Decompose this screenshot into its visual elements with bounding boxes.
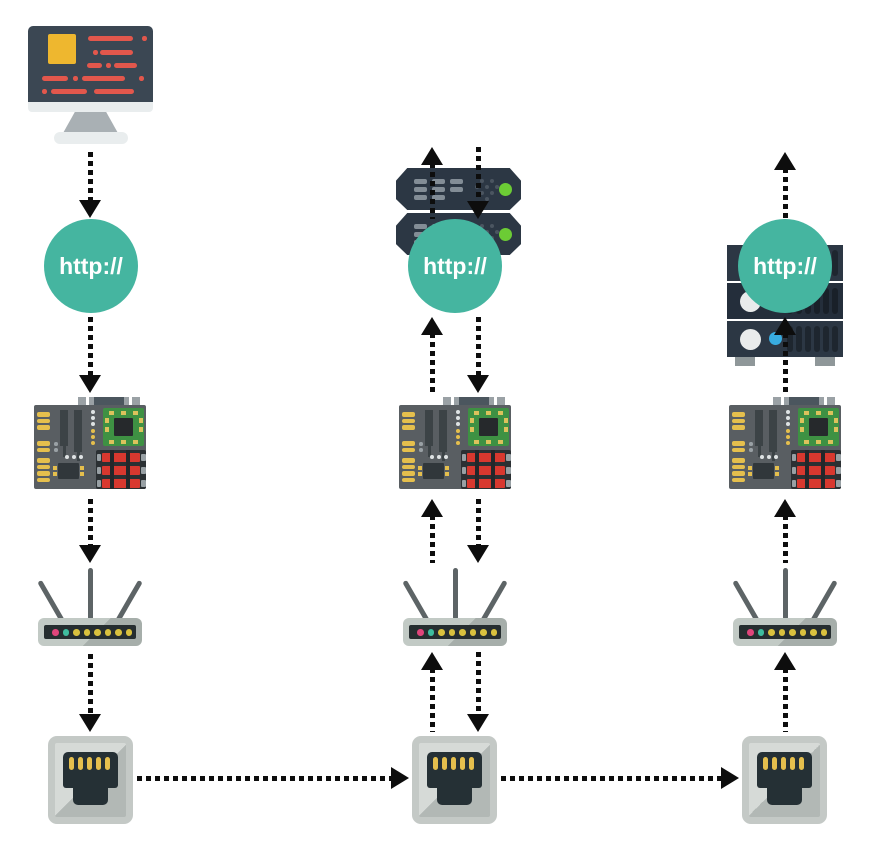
arrow-down-motherboard-to-router <box>79 499 101 563</box>
ethernet-wall-socket-graphic <box>412 736 497 824</box>
status-led-blue <box>769 332 782 345</box>
antenna-center <box>452 568 458 620</box>
led-teal <box>757 629 764 636</box>
arrow-up-motherboard-to-http <box>421 317 443 393</box>
router-led-panel <box>739 625 831 639</box>
antenna-right <box>115 579 143 623</box>
arrow-down-router-to-socket <box>79 654 101 732</box>
monitor-screen <box>28 26 153 102</box>
wifi-router-icon <box>732 568 838 646</box>
arrow-up-socket-to-router <box>774 652 796 732</box>
screen-image-block <box>48 34 76 64</box>
power-led <box>499 227 512 241</box>
led-pink <box>417 629 424 636</box>
arrow-up-http-to-server <box>774 152 796 218</box>
wifi-router-icon <box>402 568 508 646</box>
antenna-right <box>480 579 508 623</box>
led-teal <box>427 629 434 636</box>
cpu-chip <box>114 418 133 436</box>
motherboard-icon <box>34 397 146 489</box>
motherboard-icon <box>729 397 841 489</box>
monitor-base <box>53 132 128 144</box>
vga-port <box>89 397 129 406</box>
arrow-right-socket1-to-socket2 <box>137 767 409 789</box>
router-led-panel <box>44 625 136 639</box>
arrow-up-motherboard-to-http <box>774 317 796 393</box>
led-teal <box>62 629 69 636</box>
router-led-panel <box>409 625 501 639</box>
http-label: http:// <box>59 252 123 279</box>
power-led <box>499 182 512 196</box>
ethernet-wall-socket-icon <box>412 736 497 824</box>
monitor-stand <box>62 112 119 134</box>
monitor-chin <box>28 102 153 112</box>
motherboard-graphic <box>34 397 146 489</box>
arrow-down-motherboard-to-router <box>467 499 489 563</box>
arrow-down-http-to-motherboard <box>79 317 101 393</box>
small-chip <box>58 463 79 479</box>
wifi-router-icon <box>37 568 143 646</box>
ethernet-wall-socket-icon <box>742 736 827 824</box>
antenna-left <box>402 579 430 623</box>
antenna-center <box>782 568 788 620</box>
antenna-left <box>37 579 65 623</box>
http-protocol-circle: http:// <box>408 219 502 313</box>
arrow-down-client-to-http <box>79 152 101 218</box>
antenna-right <box>810 579 838 623</box>
antenna-left <box>732 579 760 623</box>
arrow-down-servers-to-http <box>467 147 489 219</box>
arrowhead <box>79 200 101 218</box>
http-label: http:// <box>423 252 487 279</box>
arrowhead <box>391 767 409 789</box>
cpu-chip <box>809 418 828 436</box>
vga-port <box>784 397 824 406</box>
motherboard-graphic <box>729 397 841 489</box>
http-protocol-circle: http:// <box>738 219 832 313</box>
arrow-up-socket-to-router <box>421 652 443 732</box>
arrow-down-router-to-socket <box>467 652 489 732</box>
led-pink <box>747 629 754 636</box>
desktop-computer-icon <box>28 26 153 144</box>
arrow-up-http-to-servers <box>421 147 443 219</box>
small-chip <box>423 463 444 479</box>
ram-modules <box>461 450 511 489</box>
arrow-right-socket2-to-socket3 <box>501 767 739 789</box>
wifi-router-graphic <box>37 568 143 646</box>
arrow-up-router-to-motherboard <box>774 499 796 563</box>
ram-modules <box>96 450 146 489</box>
vga-port <box>454 397 494 406</box>
cpu-chip <box>479 418 498 436</box>
rack-unit-1 <box>396 168 521 210</box>
motherboard-icon <box>399 397 511 489</box>
wifi-router-graphic <box>732 568 838 646</box>
motherboard-graphic <box>399 397 511 489</box>
ethernet-wall-socket-graphic <box>742 736 827 824</box>
http-protocol-circle: http:// <box>44 219 138 313</box>
ethernet-wall-socket-icon <box>48 736 133 824</box>
http-label: http:// <box>753 252 817 279</box>
arrow-down-http-to-motherboard <box>467 317 489 393</box>
ram-modules <box>791 450 841 489</box>
small-chip <box>753 463 774 479</box>
arrowhead <box>721 767 739 789</box>
arrow-up-router-to-motherboard <box>421 499 443 563</box>
led-pink <box>52 629 59 636</box>
antenna-center <box>87 568 93 620</box>
wifi-router-graphic <box>402 568 508 646</box>
ethernet-wall-socket-graphic <box>48 736 133 824</box>
